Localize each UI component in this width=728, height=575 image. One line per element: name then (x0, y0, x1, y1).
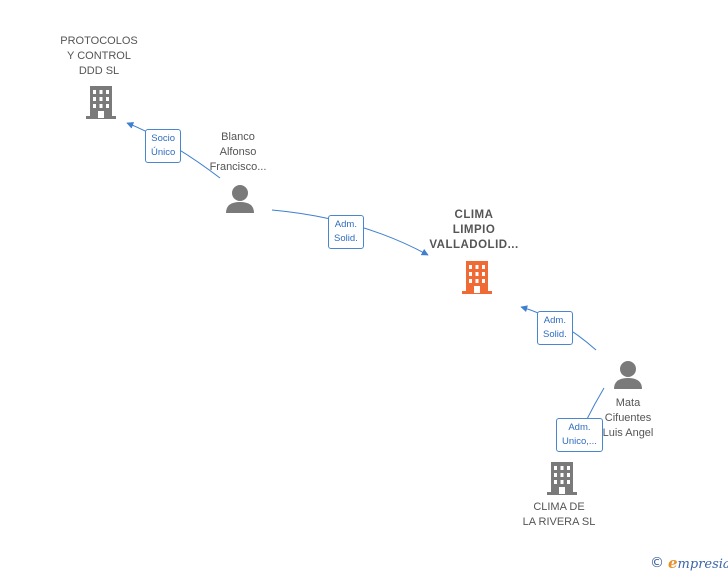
edge-label-socio-unico[interactable]: Socio Único (145, 129, 182, 163)
label-line: LA RIVERA SL (522, 516, 596, 528)
label-line: Adm. (543, 315, 566, 326)
label-line: Socio (151, 133, 176, 144)
node-label-clima-rivera[interactable]: CLIMA DE LA RIVERA SL (504, 500, 614, 530)
label-line: Adm. (334, 219, 357, 230)
node-label-blanco[interactable]: Blanco Alfonso Francisco... (188, 130, 288, 175)
label-line: Único (151, 147, 176, 158)
label-line: Solid. (543, 329, 567, 340)
edge-label-adm-unico[interactable]: Adm. Unico,... (556, 418, 603, 452)
label-line: Alfonso (219, 146, 257, 158)
node-label-clima-limpio[interactable]: CLIMA LIMPIO VALLADOLID... (414, 208, 534, 253)
brand-initial: e (668, 554, 678, 572)
label-line: Francisco... (209, 161, 267, 173)
label-line: DDD SL (78, 65, 120, 77)
label-line: VALLADOLID... (429, 239, 519, 251)
label-line: Y CONTROL (67, 50, 131, 62)
edge-label-adm-solid-1[interactable]: Adm. Solid. (328, 215, 364, 249)
label-line: LIMPIO (452, 224, 496, 236)
building-icon[interactable] (84, 84, 118, 120)
brand-name: mpresia (677, 557, 728, 572)
person-icon[interactable] (612, 360, 644, 390)
copyright-icon: © (650, 555, 664, 571)
label-line: Unico,... (562, 436, 597, 447)
edge-label-adm-solid-2[interactable]: Adm. Solid. (537, 311, 573, 345)
brand-logo: empresia (668, 554, 728, 572)
label-line: PROTOCOLOS (60, 35, 138, 47)
label-line: Luis Angel (602, 427, 654, 439)
person-icon[interactable] (224, 184, 256, 214)
label-line: CLIMA DE (533, 501, 585, 513)
building-icon[interactable] (545, 460, 579, 496)
footer-brand[interactable]: © empresia (650, 553, 728, 573)
label-line: Mata (615, 397, 641, 409)
label-line: Cifuentes (604, 412, 652, 424)
node-label-mata[interactable]: Mata Cifuentes Luis Angel (588, 396, 668, 441)
label-line: Blanco (221, 131, 255, 143)
label-line: Adm. (568, 422, 591, 433)
node-label-protocolos[interactable]: PROTOCOLOS Y CONTROL DDD SL (40, 34, 158, 79)
building-icon-main[interactable] (460, 259, 494, 295)
label-line: CLIMA (454, 209, 494, 221)
label-line: Solid. (334, 233, 358, 244)
